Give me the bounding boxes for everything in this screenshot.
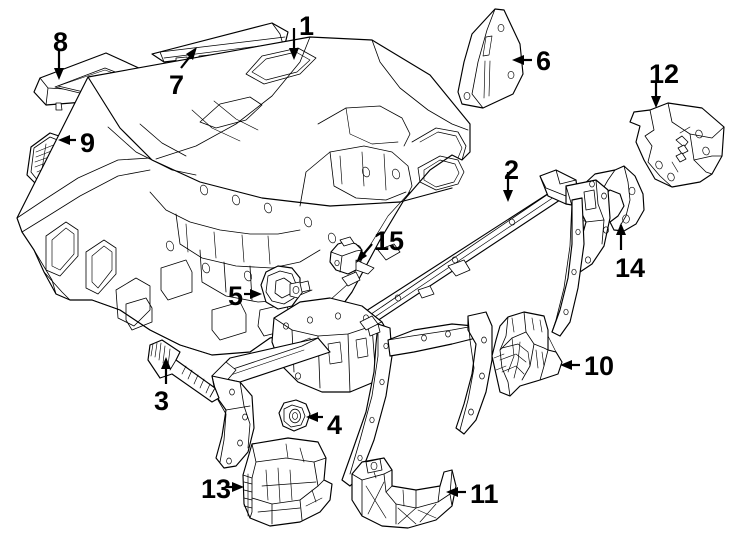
part-5-speaker-horn xyxy=(260,265,311,310)
callout-number-7: 7 xyxy=(169,70,185,100)
callout-number-8: 8 xyxy=(53,27,69,57)
part-6-end-cover-panel xyxy=(457,8,524,109)
leader-1 xyxy=(289,28,299,60)
callout-number-1: 1 xyxy=(299,11,315,41)
part-2-cross-car-beam xyxy=(211,169,611,487)
leader-5 xyxy=(244,289,262,299)
part-11-lower-mounting-bracket-right xyxy=(351,457,457,529)
part-4-grommet-bushing xyxy=(278,399,311,432)
callout-number-14: 14 xyxy=(615,253,646,283)
callout-number-15: 15 xyxy=(374,226,405,256)
part-12-knee-bolster-bracket xyxy=(629,102,725,188)
leader-12 xyxy=(651,82,661,108)
callout-number-11: 11 xyxy=(470,479,499,509)
part-10-side-support-bracket xyxy=(491,311,563,397)
leader-2 xyxy=(503,172,513,202)
leader-13 xyxy=(226,482,244,492)
leader-15 xyxy=(356,243,373,263)
callout-number-4: 4 xyxy=(327,410,343,440)
callout-number-9: 9 xyxy=(80,128,96,158)
leader-7 xyxy=(180,47,197,69)
callout-number-10: 10 xyxy=(584,351,615,381)
callout-number-13: 13 xyxy=(201,474,232,504)
callout-number-3: 3 xyxy=(154,386,170,416)
leader-11 xyxy=(446,487,466,497)
leader-14 xyxy=(616,223,626,250)
callout-number-5: 5 xyxy=(228,281,244,311)
leader-10 xyxy=(560,360,580,370)
part-1-instrument-panel-assembly xyxy=(16,36,471,356)
leader-3 xyxy=(161,357,171,384)
callout-number-12: 12 xyxy=(649,59,680,89)
callout-number-6: 6 xyxy=(536,46,552,76)
part-13-lower-mounting-bracket-left xyxy=(242,437,333,527)
callout-number-2: 2 xyxy=(504,155,520,185)
leader-4 xyxy=(306,412,323,422)
leader-8 xyxy=(54,50,64,80)
leader-6 xyxy=(512,55,532,65)
leader-9 xyxy=(58,135,76,145)
